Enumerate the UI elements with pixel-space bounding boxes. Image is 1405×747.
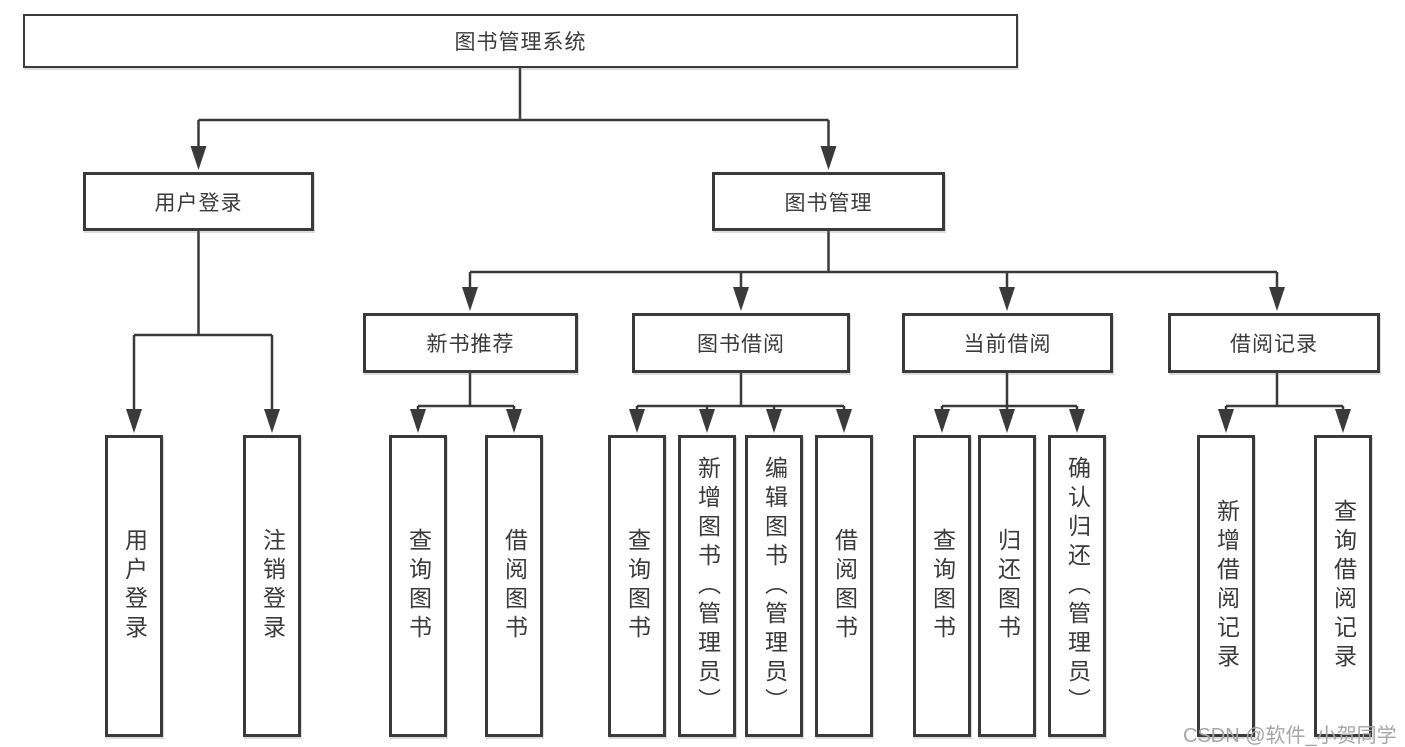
arrowhead [733,287,749,311]
connector-new-book-recommend [416,373,516,412]
arrowhead [1335,409,1351,433]
arrowhead [629,409,645,433]
node-edit-books-admin: 编辑图书（管理员） [745,435,803,737]
node-query-borrow-record: 查询借阅记录 [1314,435,1372,737]
node-query-books-current: 查询图书 [913,435,971,737]
arrowhead [1218,409,1234,433]
node-user-login: 用户登录 [83,172,314,231]
connector-book-management [468,231,1279,290]
arrowhead [506,409,522,433]
node-root: 图书管理系统 [23,14,1018,68]
arrowhead [1269,287,1285,311]
node-query-books-recommend: 查询图书 [389,435,447,737]
arrowhead [820,146,837,170]
arrowhead [766,409,782,433]
node-new-book-recommend: 新书推荐 [363,313,578,373]
node-add-borrow-record: 新增借阅记录 [1197,435,1255,737]
node-borrow-books-borrowing: 借阅图书 [815,435,873,737]
arrowhead [934,409,950,433]
arrowhead [999,287,1015,311]
arrowhead [410,409,426,433]
connector-root [197,68,830,150]
node-confirm-return-admin: 确认归还（管理员） [1048,435,1106,737]
arrowhead [264,409,280,433]
connector-user-login [132,231,274,412]
node-borrowing-records: 借阅记录 [1168,313,1380,373]
arrowhead [836,409,852,433]
node-user-login-leaf: 用户登录 [105,435,163,737]
arrowhead [699,409,715,433]
arrowhead [999,409,1015,433]
node-borrow-books-recommend: 借阅图书 [485,435,543,737]
arrowhead [126,409,142,433]
node-add-books-admin: 新增图书（管理员） [678,435,736,737]
watermark: CSDN @软件_小贺同学 [1183,725,1397,747]
node-current-borrowing: 当前借阅 [902,313,1113,373]
arrowhead [190,146,207,170]
node-logout-leaf: 注销登录 [243,435,301,737]
node-book-borrowing: 图书借阅 [632,313,850,373]
arrowhead [462,287,478,311]
node-query-books-borrowing: 查询图书 [608,435,666,737]
arrowhead [1069,409,1085,433]
connector-borrowing-records [1224,373,1345,412]
connector-book-borrowing [635,373,846,412]
node-book-management: 图书管理 [712,172,945,231]
connector-current-borrowing [940,373,1079,412]
node-return-books: 归还图书 [978,435,1036,737]
